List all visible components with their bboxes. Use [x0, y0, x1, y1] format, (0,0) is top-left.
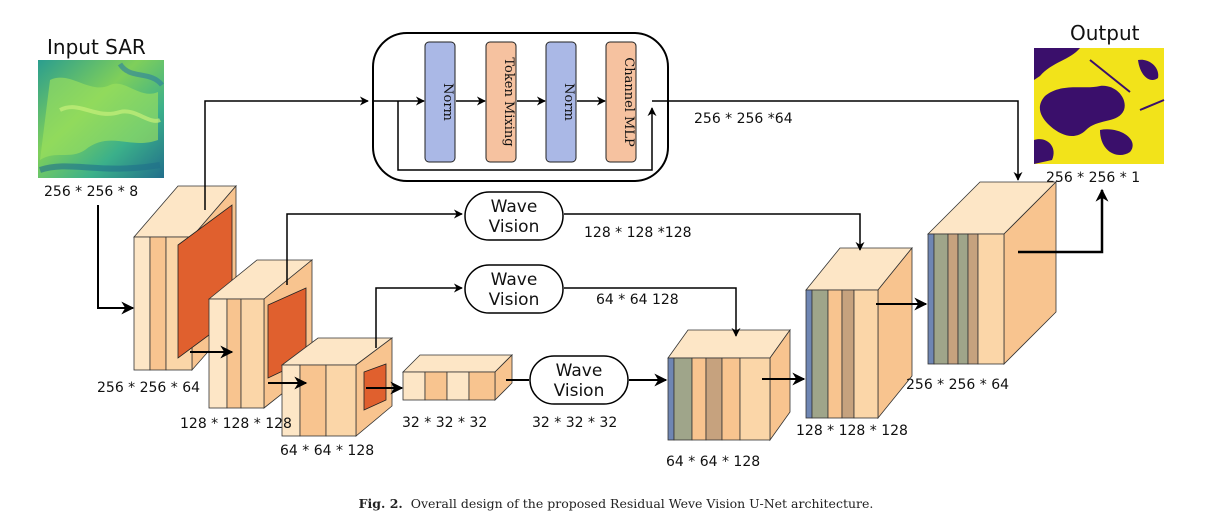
dims-dec1: 256 * 256 * 64 [906, 377, 1009, 393]
dims-bottleneck-in: 32 * 32 * 32 [402, 415, 487, 431]
dims-enc2: 128 * 128 * 128 [180, 416, 292, 432]
wave-vision-node-1: Wave Vision [464, 191, 564, 241]
decoder-block-1 [927, 181, 1057, 365]
mixer-channel-mlp: Channel MLP [605, 41, 637, 163]
output-title: Output [1070, 21, 1140, 45]
dims-bottleneck-out: 32 * 32 * 32 [532, 415, 617, 431]
figure-caption: Fig. 2. Overall design of the proposed R… [0, 496, 1232, 511]
decoder-block-2 [805, 246, 913, 420]
mixer-norm-1: Norm [424, 41, 456, 163]
wave-vision-node-3: Wave Vision [529, 355, 629, 405]
svg-text:Token Mixing: Token Mixing [501, 57, 516, 146]
svg-text:Norm: Norm [440, 83, 455, 121]
connection-arrows [97, 96, 1109, 395]
wave-vision-node-2: Wave Vision [464, 264, 564, 314]
output-segmentation-image [1034, 48, 1165, 164]
svg-text:Vision: Vision [554, 381, 605, 401]
svg-text:Wave: Wave [491, 270, 538, 290]
input-dims: 256 * 256 * 8 [44, 184, 138, 200]
encoder-block-3 [280, 337, 394, 437]
bottleneck-block [402, 354, 513, 401]
dims-enc1: 256 * 256 * 64 [97, 380, 200, 396]
mixer-token-mixing: Token Mixing [485, 41, 517, 163]
output-dims: 256 * 256 * 1 [1046, 170, 1140, 186]
dims-enc3: 64 * 64 * 128 [280, 443, 374, 459]
svg-text:Wave: Wave [491, 197, 538, 217]
svg-text:Norm: Norm [561, 83, 576, 121]
encoder-block-2 [207, 259, 314, 409]
input-title: Input SAR [47, 35, 146, 59]
dims-dec2: 128 * 128 * 128 [796, 423, 908, 439]
dims-skip1: 256 * 256 *64 [694, 111, 793, 127]
caption-label: Fig. 2. [358, 496, 403, 511]
caption-text: Overall design of the proposed Residual … [410, 496, 874, 511]
decoder-block-3 [667, 328, 791, 442]
dims-skip3: 64 * 64 128 [596, 292, 679, 308]
svg-text:Wave: Wave [556, 361, 603, 381]
input-sar-image [38, 60, 164, 178]
svg-text:Vision: Vision [489, 217, 540, 237]
svg-text:Vision: Vision [489, 290, 540, 310]
dims-dec3: 64 * 64 * 128 [666, 454, 760, 470]
svg-text:Channel MLP: Channel MLP [621, 57, 636, 147]
mixer-norm-2: Norm [545, 41, 577, 163]
mixer-arrows [374, 96, 657, 171]
dims-skip2: 128 * 128 *128 [584, 225, 692, 241]
